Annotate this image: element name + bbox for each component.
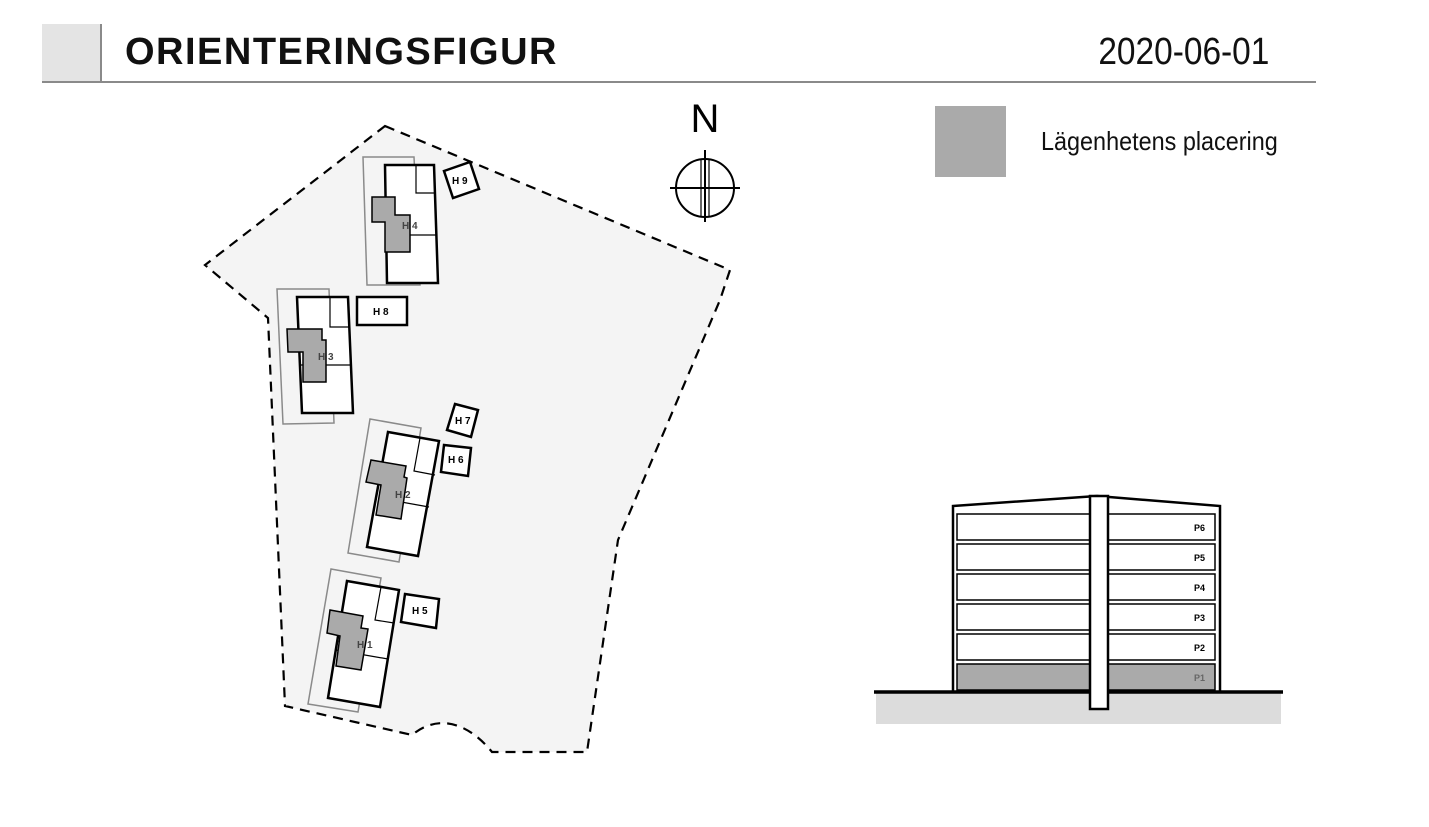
legend-swatch	[935, 106, 1006, 177]
building-label-h3: H 3	[318, 352, 334, 363]
floor-label-p6: P6	[1194, 523, 1205, 533]
floor-p2	[956, 633, 1216, 661]
building-h8: H 8	[355, 295, 409, 327]
header-divider	[100, 24, 102, 82]
site-boundary	[203, 124, 732, 754]
page-date: 2020-06-01	[1097, 31, 1269, 73]
building-h6: H 6	[439, 443, 473, 478]
page-title: ORIENTERINGSFIGUR	[125, 31, 558, 73]
building-label-h9: H 9	[452, 176, 468, 187]
building-h3: H 3	[276, 288, 355, 425]
floor-label-p5: P5	[1194, 553, 1205, 563]
building-h4: H 4	[362, 156, 440, 286]
floor-label-p4: P4	[1194, 583, 1205, 593]
ground-fill	[876, 692, 1281, 724]
floor-p1	[956, 663, 1216, 691]
floor-p3	[956, 603, 1216, 631]
legend-label: Lägenhetens placering	[1041, 126, 1278, 156]
north-arrow-icon: N	[670, 97, 740, 222]
building-h2: H 2	[347, 418, 441, 563]
building-h5: H 5	[399, 592, 441, 630]
building-label-h6: H 6	[448, 455, 464, 466]
header-rule	[42, 81, 1316, 83]
building-h9: H 9	[442, 160, 481, 200]
building-label-h7: H 7	[455, 416, 471, 427]
floor-p4	[956, 573, 1216, 601]
building-h7: H 7	[445, 402, 480, 439]
north-label: N	[691, 97, 720, 141]
header-swatch	[42, 24, 100, 82]
building-label-h2: H 2	[395, 490, 411, 501]
stair-core	[1088, 494, 1110, 711]
floor-label-p2: P2	[1194, 643, 1205, 653]
floor-p6	[956, 513, 1216, 541]
building-h1: H 1	[307, 568, 401, 713]
floor-label-p3: P3	[1194, 613, 1205, 623]
building-label-h1: H 1	[357, 640, 373, 651]
floor-label-p1: P1	[1194, 673, 1205, 683]
building-label-h5: H 5	[412, 606, 428, 617]
floor-p5	[956, 543, 1216, 571]
building-label-h8: H 8	[373, 307, 389, 318]
building-label-h4: H 4	[402, 221, 418, 232]
